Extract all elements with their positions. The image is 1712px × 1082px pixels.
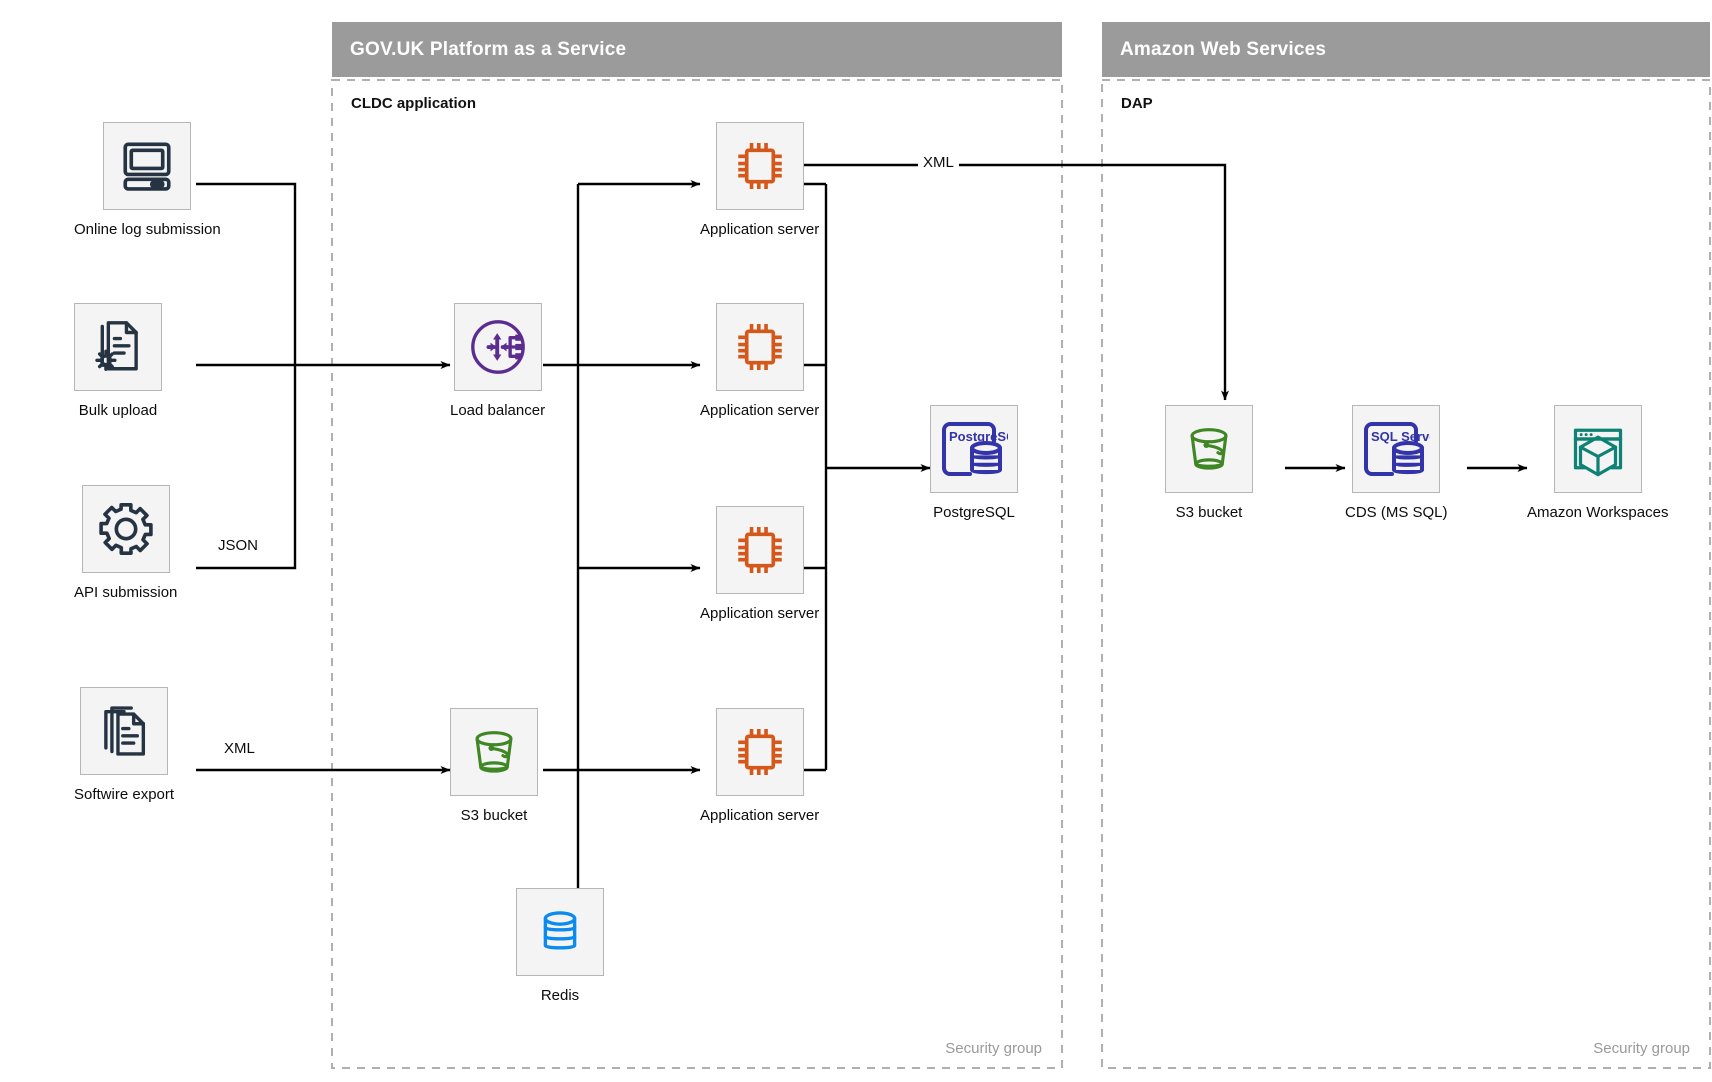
node-box — [81, 485, 170, 573]
node-box — [103, 122, 192, 210]
node-box — [715, 506, 804, 594]
sql-server-icon: SQL Server — [1364, 422, 1430, 476]
node-box — [516, 888, 604, 976]
zone-header-label-paas: GOV.UK Platform as a Service — [350, 38, 627, 60]
edge-label-xml-out: XML — [918, 154, 959, 171]
workspaces-cube-icon — [1573, 428, 1622, 477]
zone-header-aws: Amazon Web Services — [1102, 22, 1710, 77]
node-redis[interactable]: Redis — [516, 888, 604, 1004]
edges — [196, 163, 1528, 950]
node-label: S3 bucket — [1175, 504, 1243, 521]
node-load-balancer[interactable]: Load balancer — [450, 303, 545, 419]
node-box — [453, 303, 542, 391]
node-label: API submission — [74, 584, 178, 601]
zone-header-paas: GOV.UK Platform as a Service — [332, 22, 1062, 77]
node-label: Application server — [700, 402, 820, 419]
document-gear-icon — [95, 321, 138, 371]
node-label: S3 bucket — [460, 807, 528, 824]
cpu-chip-icon — [737, 143, 782, 189]
node-app-server-4[interactable]: Application server — [700, 708, 819, 824]
node-label: Load balancer — [450, 402, 546, 419]
node-box — [715, 303, 804, 391]
node-label: CDS (MS SQL) — [1345, 504, 1448, 521]
node-box — [450, 708, 538, 796]
node-label: Softwire export — [74, 786, 175, 803]
edge-label-json: JSON — [213, 537, 264, 554]
gear-icon — [98, 503, 153, 555]
node-cds-ms-sql[interactable]: SQL Server CDS (MS SQL) — [1345, 405, 1448, 521]
node-postgresql[interactable]: PostgreSQL PostgreSQL — [930, 405, 1018, 521]
security-group-boundary-aws — [1101, 79, 1711, 1069]
node-box — [1553, 405, 1642, 493]
zone-sublabel-dap: DAP — [1121, 95, 1153, 112]
security-group-label-aws: Security group — [1593, 1040, 1690, 1057]
security-group-boundary-paas — [331, 79, 1063, 1069]
node-label: Application server — [700, 605, 820, 622]
zone-sublabel-cldc: CLDC application — [351, 95, 477, 112]
database-cylinder-icon — [543, 911, 577, 950]
node-label: Redis — [540, 987, 580, 1004]
node-softwire-export[interactable]: Softwire export — [74, 687, 174, 803]
cpu-chip-icon — [737, 324, 782, 370]
cpu-chip-icon — [737, 527, 782, 573]
node-label: Application server — [700, 221, 820, 238]
node-bulk-upload[interactable]: Bulk upload — [74, 303, 162, 419]
load-balancer-icon — [470, 320, 525, 374]
node-label: Application server — [700, 807, 820, 824]
node-label: Online log submission — [74, 221, 221, 238]
node-box: PostgreSQL — [930, 405, 1018, 493]
node-app-server-1[interactable]: Application server — [700, 122, 819, 238]
node-box — [74, 303, 162, 391]
bucket-icon — [1190, 428, 1228, 470]
zone-header-label-aws: Amazon Web Services — [1120, 38, 1327, 60]
edge-label-xml-in: XML — [219, 740, 260, 757]
node-app-server-2[interactable]: Application server — [700, 303, 819, 419]
desktop-computer-icon — [123, 142, 171, 191]
node-online-log-submission[interactable]: Online log submission — [74, 122, 221, 238]
documents-stack-icon — [104, 706, 146, 756]
security-group-label-paas: Security group — [945, 1040, 1042, 1057]
postgresql-icon: PostgreSQL — [942, 422, 1008, 476]
sql-server-badge-text: SQL Server — [1371, 429, 1430, 444]
node-box — [715, 122, 804, 210]
node-box — [1165, 405, 1253, 493]
cpu-chip-icon — [737, 729, 782, 775]
node-app-server-3[interactable]: Application server — [700, 506, 819, 622]
bucket-icon — [475, 731, 513, 773]
node-label: Amazon Workspaces — [1527, 504, 1669, 521]
node-box — [715, 708, 804, 796]
node-label: PostgreSQL — [933, 504, 1015, 521]
node-amazon-workspaces[interactable]: Amazon Workspaces — [1527, 405, 1668, 521]
postgresql-badge-text: PostgreSQL — [949, 429, 1008, 444]
node-label: Bulk upload — [78, 402, 158, 419]
node-s3-bucket-paas[interactable]: S3 bucket — [450, 708, 538, 824]
node-api-submission[interactable]: API submission — [74, 485, 177, 601]
node-box: SQL Server — [1352, 405, 1441, 493]
node-box — [80, 687, 169, 775]
node-s3-bucket-aws[interactable]: S3 bucket — [1165, 405, 1253, 521]
